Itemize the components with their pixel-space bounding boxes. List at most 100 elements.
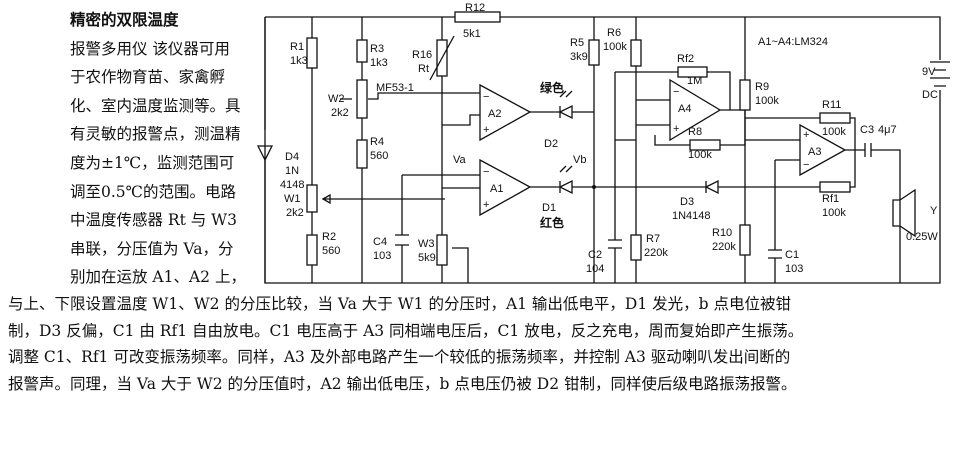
w1-label: W1 — [284, 193, 301, 205]
d3-diode — [700, 179, 775, 195]
r3-label: R3 — [370, 43, 384, 55]
r3-resistor — [356, 39, 368, 63]
rf1-label: Rf1 — [822, 193, 839, 205]
a3-stage — [700, 17, 916, 283]
r7-resistor — [630, 234, 642, 261]
d3-model: 1N4148 — [672, 210, 711, 222]
component-labels: R1 1k3 R2 560 R3 1k3 R4 560 R5 3k9 R6 10… — [280, 2, 938, 275]
c3-value: 4μ7 — [878, 124, 897, 136]
a1-label: A1 — [490, 183, 503, 195]
a2-label: A2 — [488, 108, 501, 120]
w1-value: 2k2 — [286, 207, 304, 219]
speaker-label: Y — [930, 205, 938, 217]
r9-value: 100k — [755, 95, 779, 107]
c3-label: C3 — [860, 124, 874, 136]
left-branch — [256, 17, 480, 283]
c4-label: C4 — [373, 236, 387, 248]
speaker — [892, 188, 916, 238]
battery — [930, 61, 950, 87]
d1-label: D1 — [542, 202, 556, 214]
r12-resistor — [454, 11, 501, 23]
r4-resistor — [356, 139, 368, 169]
c4-value: 103 — [373, 250, 391, 262]
a1-minus: − — [483, 166, 489, 178]
chip-note: A1~A4:LM324 — [758, 36, 828, 48]
d2-label: D2 — [544, 138, 558, 150]
w3-value: 5k9 — [418, 252, 436, 264]
r4-label: R4 — [370, 136, 384, 148]
rt-model: MF53-1 — [376, 82, 414, 94]
r2-label: R2 — [322, 231, 336, 243]
r11-value: 100k — [822, 126, 846, 138]
r10-label: R10 — [712, 227, 732, 239]
bottom-line: 与上、下限设置温度 W1、W2 的分压比较，当 Va 大于 W1 的分压时，A1… — [8, 295, 792, 313]
supply-voltage: 9V — [922, 66, 936, 78]
side-line: 串联，分压值为 Va，分 — [70, 239, 234, 258]
d1-color: 红色 — [540, 215, 564, 230]
side-line: 调至0.5℃的范围。电路 — [70, 182, 236, 201]
r2-resistor — [306, 234, 318, 266]
speaker-power: 0.25W — [906, 231, 938, 243]
node-vb: Vb — [573, 154, 586, 166]
sensor-branch — [429, 11, 501, 283]
article-title: 精密的双限温度 — [70, 11, 179, 29]
c2-label: C2 — [588, 249, 602, 261]
d3-label: D3 — [680, 196, 694, 208]
r8-value: 100k — [688, 149, 712, 161]
opamp-a1 — [479, 158, 532, 217]
c1-value: 103 — [785, 263, 803, 275]
r12-label: R12 — [465, 2, 485, 14]
bottom-line: 制，D3 反偏，C1 由 Rf1 自由放电。C1 电压高于 A3 同相端电压后，… — [8, 321, 804, 340]
r1-value: 1k3 — [290, 55, 308, 67]
supply-type: DC — [922, 89, 938, 101]
bottom-line: 报警声。同理，当 Va 大于 W2 的分压值时，A2 输出低电压，b 点电压仍被… — [8, 374, 797, 393]
r3-value: 1k3 — [370, 57, 388, 69]
a3-plus: + — [803, 129, 809, 141]
r6-label: R6 — [607, 27, 621, 39]
d4-model-a: 1N — [285, 165, 299, 177]
bottom-paragraph: 与上、下限设置温度 W1、W2 的分压比较，当 Va 大于 W1 的分压时，A1… — [8, 291, 968, 397]
a3-minus: − — [803, 159, 809, 171]
side-line: 度为±1℃，监测范围可 — [70, 153, 235, 172]
r6-resistor — [630, 39, 642, 67]
a2-minus: − — [483, 91, 489, 103]
r12-value: 5k1 — [463, 28, 481, 40]
side-line: 化、室内温度监测等。具 — [70, 96, 241, 115]
node-va: Va — [453, 154, 467, 166]
opamp-a2 — [479, 83, 532, 142]
r11-label: R11 — [822, 99, 841, 111]
r5-value: 3k9 — [570, 51, 588, 63]
side-line: 别加在运放 A1、A2 上， — [70, 268, 246, 287]
opamp-polarity: − + − + − + + − — [483, 86, 809, 211]
r9-label: R9 — [755, 81, 769, 93]
r11-resistor — [819, 112, 851, 124]
side-line: 中温度传感器 Rt 与 W3 — [70, 211, 237, 230]
a1-plus: + — [483, 199, 489, 211]
bottom-line: 调整 C1、Rf1 可改变振荡频率。同样，A3 及外部电路产生一个较低的振荡频率… — [8, 348, 791, 366]
r6-value: 100k — [603, 41, 627, 53]
a3-label: A3 — [808, 146, 821, 158]
r7-value: 220k — [644, 247, 668, 259]
led-branch — [553, 17, 700, 283]
opamps-a1-a2 — [479, 83, 553, 217]
c1-label: C1 — [785, 249, 799, 261]
r8-resistor — [689, 139, 721, 151]
c2-value: 104 — [586, 263, 604, 275]
r1-resistor — [306, 37, 318, 69]
a4-stage — [608, 17, 746, 283]
w2-label: W2 — [328, 93, 345, 105]
opamp-a4 — [669, 78, 722, 142]
a4-minus: − — [673, 86, 679, 98]
w2-value: 2k2 — [331, 107, 349, 119]
w3-label: W3 — [418, 238, 435, 250]
w3-pot — [436, 234, 448, 266]
rt-label: Rt — [418, 63, 429, 75]
d4-label: D4 — [285, 151, 299, 163]
w1-pot — [306, 184, 318, 213]
circuit-diagram: R1 1k3 R2 560 R3 1k3 R4 560 R5 3k9 R6 10… — [256, 2, 950, 284]
r5-label: R5 — [570, 37, 584, 49]
rf1-value: 100k — [822, 207, 846, 219]
r10-resistor — [739, 224, 751, 256]
r10-value: 220k — [712, 241, 736, 253]
r8-label: R8 — [688, 126, 702, 138]
